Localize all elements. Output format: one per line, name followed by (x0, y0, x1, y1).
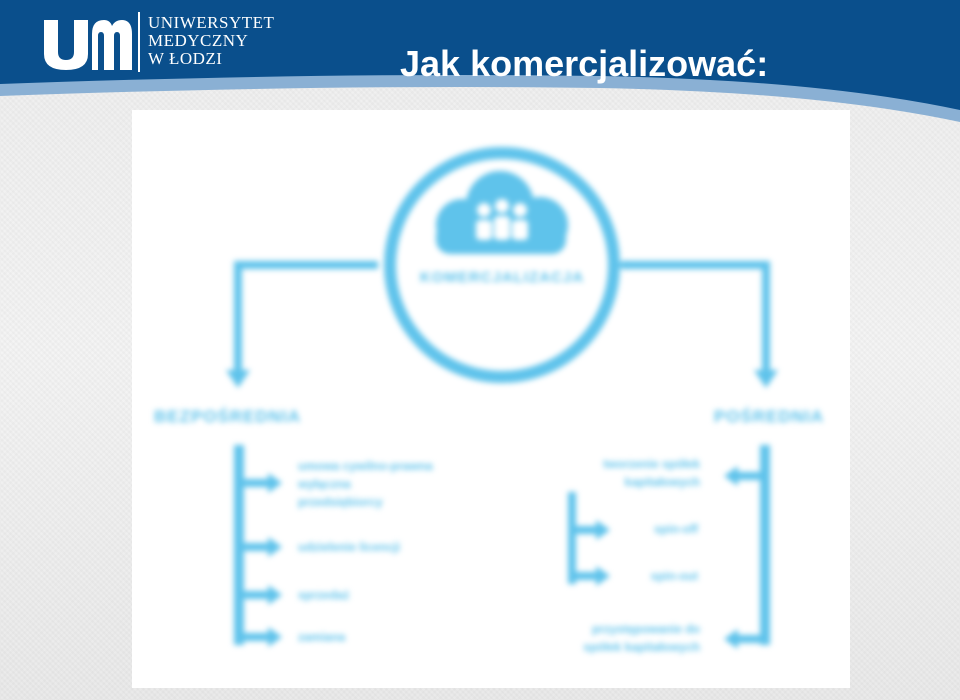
commercialization-diagram-image: KOMERCJALIZACJA BEZPOŚREDNIA POŚREDNIA u… (132, 110, 850, 688)
right-item-1b: kapitałowych (625, 475, 700, 489)
left-items: umowa cywilno-prawna wyłączna przedsiębi… (297, 459, 433, 644)
logo-line-3: W ŁODZI (148, 49, 223, 68)
right-item-4a: przystępowanie do (592, 622, 700, 636)
logo-line-2: MEDYCZNY (148, 31, 249, 50)
left-item-1c: przedsiębiorcy (298, 495, 383, 509)
left-item-3: sprzedaż (298, 588, 349, 602)
left-item-1a: umowa cywilno-prawna (298, 459, 433, 473)
center-label: KOMERCJALIZACJA (420, 269, 584, 286)
right-item-4b: spółek kapitałowych (583, 640, 700, 654)
left-item-4: zamiana (298, 630, 346, 644)
right-title: POŚREDNIA (714, 407, 824, 426)
left-item-2: udzielenie licencji (298, 540, 400, 554)
commercialization-diagram: KOMERCJALIZACJA BEZPOŚREDNIA POŚREDNIA u… (154, 147, 824, 654)
left-title: BEZPOŚREDNIA (154, 407, 301, 426)
slide-title: Jak komercjalizować: (400, 43, 769, 84)
logo-wordmark: UNIWERSYTET MEDYCZNY W ŁODZI (148, 14, 274, 68)
logo-line-1: UNIWERSYTET (148, 13, 275, 32)
university-logo: UNIWERSYTET MEDYCZNY W ŁODZI (40, 8, 280, 72)
right-item-2: spin-off (654, 522, 699, 536)
left-arrows (244, 473, 282, 647)
right-arrows (724, 466, 760, 649)
logo-divider (138, 12, 140, 72)
um-logo-mark (44, 20, 132, 70)
right-items: tworzenie spółek kapitałowych spin-off s… (583, 457, 700, 654)
right-item-3: spin-out (651, 569, 698, 583)
header-band (0, 0, 960, 122)
right-item-1a: tworzenie spółek (603, 457, 700, 471)
left-item-1b: wyłączna (297, 477, 351, 491)
cloud-people-icon (436, 171, 568, 254)
sub-arrows (576, 520, 610, 586)
